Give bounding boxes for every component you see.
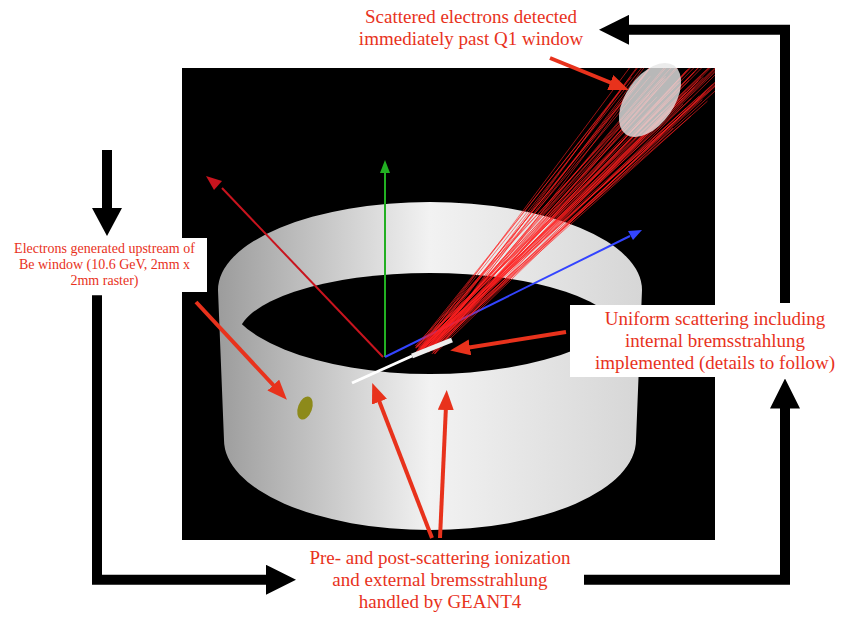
y-axis [384,172,386,357]
callout-text: Uniform scattering including internal br… [575,308,855,374]
target-cell [412,340,452,356]
callout-box: Uniform scattering including internal br… [570,305,860,377]
flow-arrow [97,295,276,579]
pointer-arrows [196,58,614,538]
pointer-arrow [378,398,432,538]
callout-box: Pre- and post-scattering ionization and … [298,544,582,616]
callout-text: Electrons generated upstream of Be windo… [7,241,202,289]
flow-arrow [584,399,785,580]
detector-plane [606,52,693,148]
y-axis-cone [380,160,390,173]
callout-label: Scattered electrons detected immediately… [345,3,597,53]
flow-arrow [619,30,785,303]
beam-line [352,356,412,383]
pointer-arrow [440,406,446,538]
be-window [294,394,315,421]
entry-arrow [102,150,112,210]
x-axis [222,188,383,357]
pointer-arrow [550,58,614,84]
pointer-arrow [466,332,566,348]
z-axis-cone [628,230,642,240]
callout-box: Electrons generated upstream of Be windo… [2,238,207,292]
x-axis-cone [206,176,222,190]
pointer-arrow [196,302,276,388]
callout-text: Scattered electrons detected immediately… [350,6,592,50]
callout-text: Pre- and post-scattering ionization and … [303,547,577,613]
entry-arrow-head [92,208,122,236]
